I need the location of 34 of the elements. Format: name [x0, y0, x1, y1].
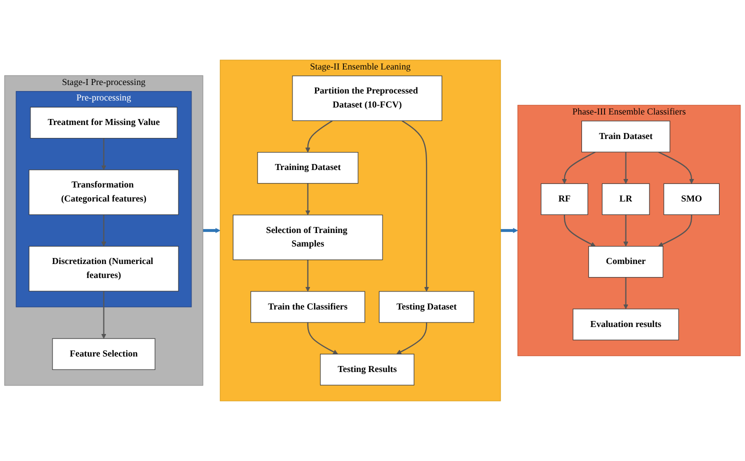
arrow [305, 183, 310, 216]
arrow [500, 228, 518, 234]
node-box: Train Dataset [581, 120, 670, 152]
node-box: RF [540, 183, 588, 215]
node-box: Testing Results [320, 354, 414, 386]
arrow [623, 277, 628, 310]
arrow [396, 322, 428, 354]
node-box: Transformation (Categorical features) [28, 170, 179, 215]
arrow [623, 152, 628, 184]
arrow [658, 152, 694, 184]
node-box: Selection of Training Samples [232, 214, 383, 260]
arrow [658, 214, 692, 247]
node-box: SMO [664, 183, 720, 215]
arrow [307, 322, 338, 354]
arrow [562, 152, 596, 184]
arrow [101, 138, 106, 170]
node-box: Partition the Preprocessed Dataset (10-FCV) [292, 76, 442, 121]
node-box: Discretization (Numerical features) [28, 246, 179, 292]
node-box: Training Dataset [257, 152, 358, 184]
arrow [101, 291, 106, 339]
arrow [623, 214, 628, 247]
node-box: Testing Dataset [378, 291, 474, 323]
arrow [402, 120, 430, 292]
arrow [564, 214, 596, 247]
node-box: Feature Selection [52, 338, 156, 370]
arrow [305, 120, 333, 153]
node-box: Treatment for Missing Value [30, 106, 178, 139]
arrow [305, 260, 310, 292]
node-box: Train the Classifiers [250, 291, 366, 323]
arrow [202, 228, 220, 234]
node-box: Evaluation results [572, 308, 679, 340]
node-box: Combiner [588, 246, 664, 278]
arrow [101, 214, 106, 247]
node-box: LR [602, 183, 650, 215]
